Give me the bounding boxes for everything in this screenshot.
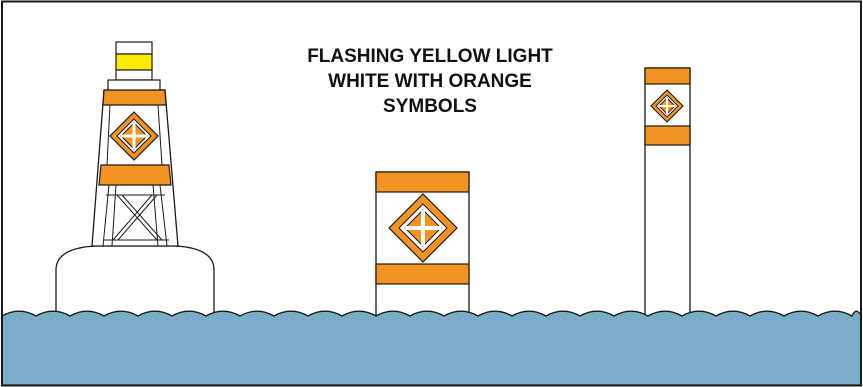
spar-top-band [645,68,690,84]
caption-line-2: WHITE WITH ORANGE [240,69,620,94]
caption-line-1: FLASHING YELLOW LIGHT [240,44,620,69]
spar-buoy [645,68,690,322]
spar-bottom-band [645,126,690,145]
water [2,311,861,385]
lower-orange-band [99,165,171,185]
can-buoy [376,172,469,322]
yellow-light [116,54,152,70]
caption-line-3: SYMBOLS [240,94,620,119]
light-lantern [108,42,160,90]
lighted-buoy [56,42,214,322]
can-top-band [376,172,469,192]
caption: FLASHING YELLOW LIGHT WHITE WITH ORANGE … [240,44,620,119]
can-bottom-band [376,264,469,284]
upper-orange-band [103,90,166,105]
